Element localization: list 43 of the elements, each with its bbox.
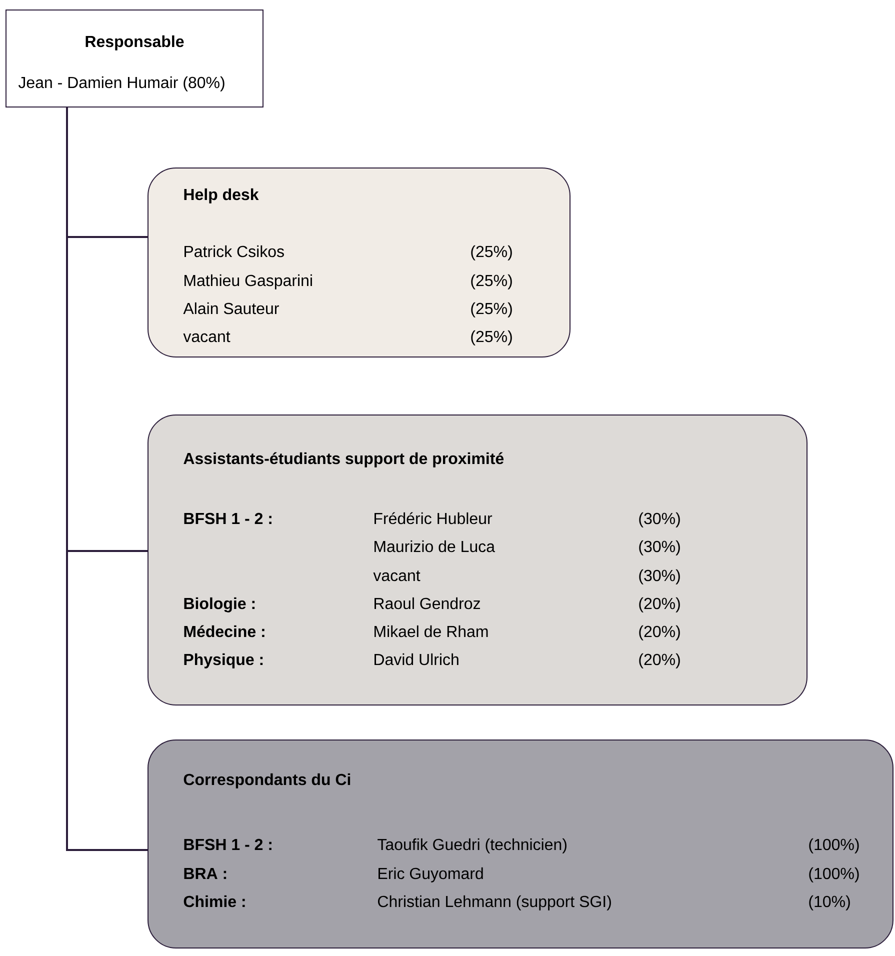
- person-name: Patrick Csikos: [184, 245, 284, 258]
- percentage: (25%): [471, 302, 512, 318]
- percentage: (10%): [809, 895, 850, 910]
- person-name: Taoufik Guedri (technicien): [378, 838, 566, 854]
- person-name: Christian Lehmann (support SGI): [378, 895, 611, 910]
- percentage: (20%): [639, 597, 680, 612]
- person-name: Mikael de Rham: [374, 625, 488, 638]
- percentage: (30%): [639, 540, 680, 556]
- percentage: (30%): [639, 512, 680, 528]
- person-name: Raoul Gendroz: [374, 597, 480, 610]
- percentage: (30%): [639, 569, 680, 584]
- person-name: Maurizio de Luca: [374, 540, 495, 552]
- box-heading: Responsable: [86, 35, 184, 50]
- group-box: [148, 740, 894, 948]
- percentage: (100%): [809, 838, 859, 854]
- percentage: (20%): [639, 653, 680, 668]
- group-box: [6, 10, 264, 108]
- faculty-label: Médecine :: [184, 625, 264, 638]
- person-name: vacant: [373, 570, 420, 582]
- faculty-label: BRA :: [184, 868, 226, 879]
- person-name: Mathieu Gasparini: [184, 274, 312, 290]
- faculty-label: Physique :: [184, 653, 263, 668]
- box-heading: Help desk: [184, 188, 259, 204]
- person-name: Alain Sauteur: [183, 302, 279, 314]
- faculty-label: BFSH 1 - 2 :: [184, 512, 272, 524]
- person-name: Eric Guyomard: [378, 867, 483, 882]
- percentage: (25%): [471, 330, 512, 346]
- box-heading: Assistants-étudiants support de proximité: [184, 452, 504, 468]
- faculty-label: BFSH 1 - 2 :: [184, 838, 272, 850]
- group-box: [148, 414, 808, 706]
- group-box: [148, 168, 570, 358]
- percentage: (20%): [639, 625, 680, 640]
- faculty-label: Biologie :: [184, 597, 255, 612]
- person-name: Frédéric Hubleur: [374, 512, 492, 524]
- faculty-label: Chimie :: [184, 895, 245, 908]
- percentage: (25%): [471, 274, 512, 290]
- person-name: Jean - Damien Humair (80%): [18, 76, 224, 92]
- person-name: David Ulrich: [374, 653, 458, 666]
- connector-line: [66, 108, 148, 851]
- box-heading: Correspondants du Ci: [184, 773, 350, 788]
- person-name: vacant: [183, 332, 230, 342]
- percentage: (100%): [809, 867, 859, 882]
- percentage: (25%): [471, 245, 512, 260]
